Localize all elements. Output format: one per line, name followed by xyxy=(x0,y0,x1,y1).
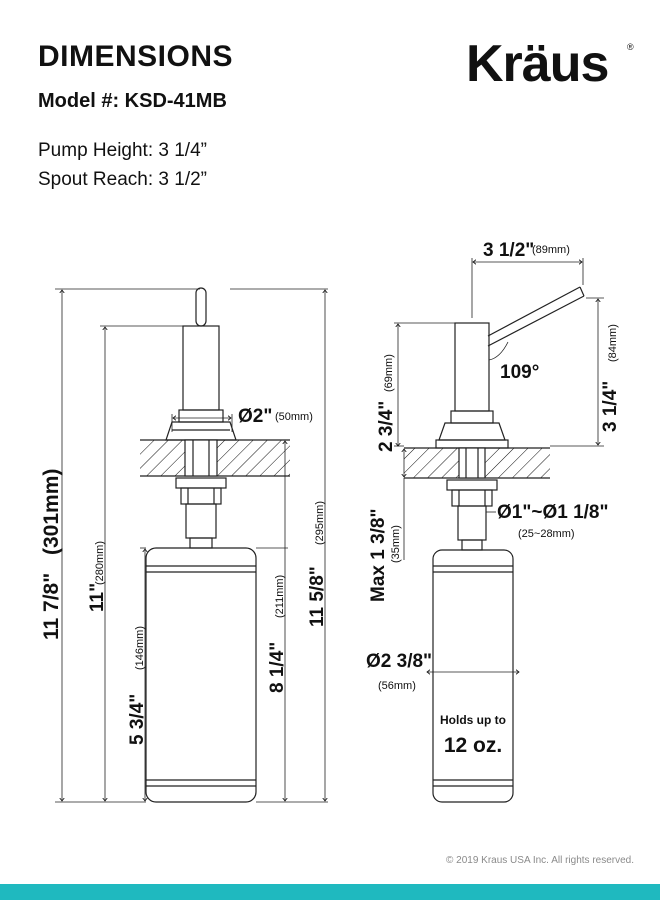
height-11-mm: (280mm) xyxy=(94,541,106,585)
height-11-5-8-mm: (295mm) xyxy=(314,501,326,545)
brand-logo: Kräus xyxy=(466,35,609,93)
registered-mark: ® xyxy=(627,42,634,52)
model-number: Model #: KSD-41MB xyxy=(38,90,227,112)
pump-head xyxy=(182,325,220,411)
above-deck-mm: (69mm) xyxy=(383,354,395,392)
front-dims-text: 11 7/8" (301mm) 11" (280mm) 5 3/4" (146m… xyxy=(40,406,328,745)
max-deck-label: Max 1 3/8" xyxy=(368,508,389,602)
flange-diameter-label: Ø2" xyxy=(238,406,272,427)
spout-reach-spec: Spout Reach: 3 1/2” xyxy=(38,169,207,190)
side-bottle xyxy=(432,549,514,803)
spout-reach-mm: (89mm) xyxy=(532,244,570,256)
bottle-diameter-label: Ø2 3/8" xyxy=(366,651,432,672)
side-pump-body xyxy=(454,322,490,412)
footer-accent-bar xyxy=(0,884,660,900)
height-11-5-8-label: 11 5/8" xyxy=(307,566,328,627)
capacity-value: 12 oz. xyxy=(444,734,502,757)
max-deck-mm: (35mm) xyxy=(390,525,402,563)
side-view xyxy=(394,258,604,803)
height-11-label: 11" xyxy=(87,583,108,612)
pump-height-label: 3 1/4" xyxy=(600,381,621,432)
pump-height-mm: (84mm) xyxy=(607,324,619,362)
flange-diameter-mm: (50mm) xyxy=(275,411,313,423)
overall-height-label: 11 7/8" xyxy=(40,573,63,640)
spout-reach-label: 3 1/2" xyxy=(483,240,534,261)
bottle-diameter-mm: (56mm) xyxy=(378,680,416,692)
hole-range-mm: (25~28mm) xyxy=(518,528,575,540)
height-8-1-4-mm: (211mm) xyxy=(274,575,286,618)
above-deck-label: 2 3/4" xyxy=(376,401,397,452)
bottle xyxy=(145,547,257,803)
capacity-label: Holds up to xyxy=(440,713,506,727)
hole-range-label: Ø1"~Ø1 1/8" xyxy=(497,502,609,523)
flange xyxy=(165,421,237,441)
dimension-drawing: 11 7/8" (301mm) 11" (280mm) 5 3/4" (146m… xyxy=(40,240,621,803)
height-8-1-4-label: 8 1/4" xyxy=(267,642,288,693)
page-title: DIMENSIONS xyxy=(38,40,234,73)
nozzle xyxy=(195,287,207,327)
angle-label: 109° xyxy=(500,362,539,383)
pump-height-spec: Pump Height: 3 1/4” xyxy=(38,140,207,161)
height-5-3-4-label: 5 3/4" xyxy=(127,694,148,745)
side-dims-text: 3 1/2" (89mm) 2 3/4" (69mm) 3 1/4" (84mm… xyxy=(366,240,621,757)
height-5-3-4-mm: (146mm) xyxy=(134,626,146,670)
front-view xyxy=(55,287,328,803)
overall-height-mm: (301mm) xyxy=(40,469,63,555)
copyright-text: © 2019 Kraus USA Inc. All rights reserve… xyxy=(445,855,634,866)
